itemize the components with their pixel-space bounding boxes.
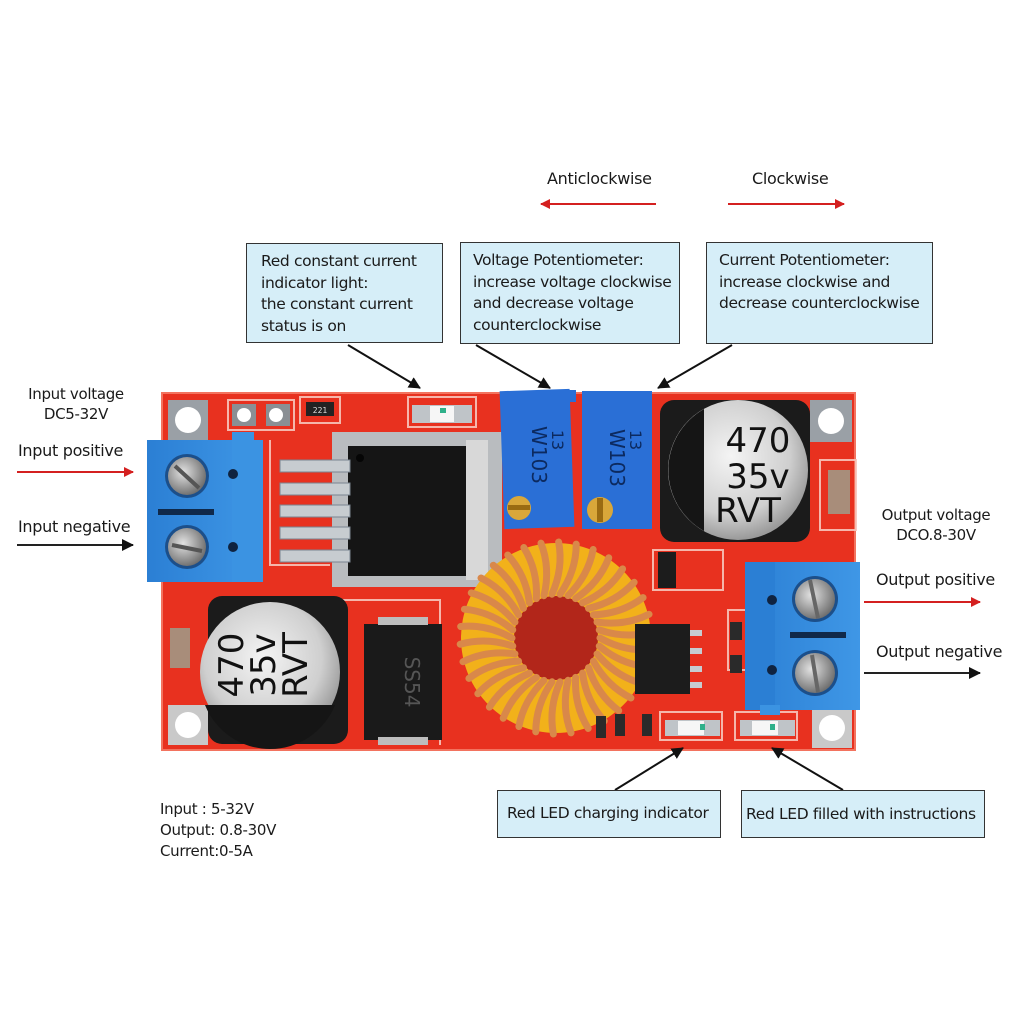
coil-winding <box>537 539 551 600</box>
toroid-inductor <box>456 538 656 738</box>
output-capacitor: 470 35v RVT <box>660 400 810 542</box>
input-negative-label: Input negative <box>18 517 131 536</box>
svg-text:470: 470 <box>212 633 252 698</box>
svg-text:W103: W103 <box>527 426 551 484</box>
ss54-diode: SS54 <box>364 617 442 745</box>
coil-winding <box>474 664 527 698</box>
svg-text:RVT: RVT <box>715 491 781 531</box>
callout-line: increase voltage clockwise <box>473 272 672 291</box>
mounting-holes <box>168 400 852 748</box>
voltage-pot-pointer <box>475 344 551 389</box>
callout-charging-led: Red LED charging indicator <box>497 790 721 838</box>
filled-led-pointer <box>771 747 844 791</box>
resistor-221 <box>306 402 334 416</box>
callout-line: the constant current <box>261 295 413 313</box>
svg-text:W103: W103 <box>605 429 629 487</box>
filled-led <box>740 720 795 736</box>
coil-winding <box>561 676 575 737</box>
svg-text:SS54: SS54 <box>400 657 424 708</box>
voltage-potentiometer: W103 13 <box>499 388 576 530</box>
callout-line: Red constant current <box>261 252 417 270</box>
callout-cc-indicator: Red constant current indicator light: th… <box>246 243 443 343</box>
callout-line: and decrease voltage <box>473 294 634 312</box>
output-terminal-block <box>745 562 860 715</box>
coil-winding <box>548 678 564 738</box>
output-voltage-range: DCO.8-30V <box>896 526 976 544</box>
coil-winding <box>585 664 623 715</box>
svg-text:RVT: RVT <box>276 632 316 698</box>
coil-winding <box>467 589 519 626</box>
spec-input: Input : 5-32V <box>160 800 254 818</box>
callout-line: counterclockwise <box>473 315 602 334</box>
coil-winding <box>489 561 527 612</box>
coil-winding <box>459 649 519 666</box>
callout-line: indicator light: <box>261 273 369 292</box>
coil-winding <box>593 610 653 627</box>
cc-indicator-led <box>412 405 472 423</box>
coil-winding <box>589 594 647 619</box>
spec-current: Current:0-5A <box>160 842 253 860</box>
callout-text: Red LED filled with instructions <box>746 805 976 823</box>
coil-winding <box>571 673 592 732</box>
input-capacitor: 470 35v RVT <box>200 596 348 750</box>
coil-winding <box>504 551 533 607</box>
callout-line: Voltage Potentiometer: <box>473 251 644 269</box>
callout-line: increase clockwise and <box>719 272 891 291</box>
coil-winding <box>477 574 523 619</box>
clockwise-label: Clockwise <box>752 169 829 188</box>
coil-winding <box>589 657 635 702</box>
charging-led-pointer <box>614 747 684 791</box>
svg-text:470: 470 <box>726 421 791 461</box>
coil-winding <box>457 622 516 642</box>
coil-winding <box>572 554 613 603</box>
input-positive-label: Input positive <box>18 441 124 460</box>
output-voltage-title: Output voltage <box>881 506 991 524</box>
svg-text:35v: 35v <box>244 633 284 696</box>
coil-winding <box>460 605 517 634</box>
callout-filled-led: Red LED filled with instructions <box>741 790 985 838</box>
output-negative-label: Output negative <box>876 642 1003 661</box>
current-potentiometer: W103 13 <box>582 391 652 529</box>
coil-winding <box>499 673 540 722</box>
callout-text: Red LED charging indicator <box>507 804 709 822</box>
coil-winding <box>485 669 533 711</box>
coil-winding <box>520 544 541 603</box>
coil-winding <box>456 637 517 650</box>
specs-block: Input : 5-32V Output: 0.8-30V Current:0-… <box>160 799 276 862</box>
input-voltage-label: Input voltage DC5-32V <box>16 384 136 424</box>
coil-winding <box>556 540 580 598</box>
svg-text:13: 13 <box>626 430 645 450</box>
regulator-ic <box>279 432 502 587</box>
anticlockwise-label: Anticlockwise <box>547 169 652 188</box>
coil-winding <box>579 565 627 607</box>
callout-line: decrease counterclockwise <box>719 294 920 312</box>
coil-winding <box>532 678 556 736</box>
callout-line: Current Potentiometer: <box>719 251 890 269</box>
spec-output: Output: 0.8-30V <box>160 821 277 839</box>
callout-current-pot: Current Potentiometer: increase clockwis… <box>706 242 933 344</box>
coil-winding <box>585 578 638 612</box>
input-voltage-range: DC5-32V <box>43 405 109 423</box>
svg-text:13: 13 <box>548 430 567 450</box>
coil-winding <box>465 657 523 682</box>
coil-winding <box>515 676 548 731</box>
output-positive-label: Output positive <box>876 570 995 589</box>
callout-voltage-pot: Voltage Potentiometer: increase voltage … <box>460 242 680 344</box>
charging-led <box>665 720 720 736</box>
coil-winding <box>564 545 597 600</box>
svg-text:35v: 35v <box>726 457 789 497</box>
coil-winding <box>548 538 564 598</box>
input-terminal-block <box>147 432 263 582</box>
output-voltage-label: Output voltage DCO.8-30V <box>872 505 1000 545</box>
callout-line: status is on <box>261 316 346 335</box>
svg-text:221: 221 <box>313 406 328 415</box>
cc-indicator-pointer <box>347 344 421 389</box>
current-pot-pointer <box>657 344 733 389</box>
input-voltage-title: Input voltage <box>28 385 124 403</box>
